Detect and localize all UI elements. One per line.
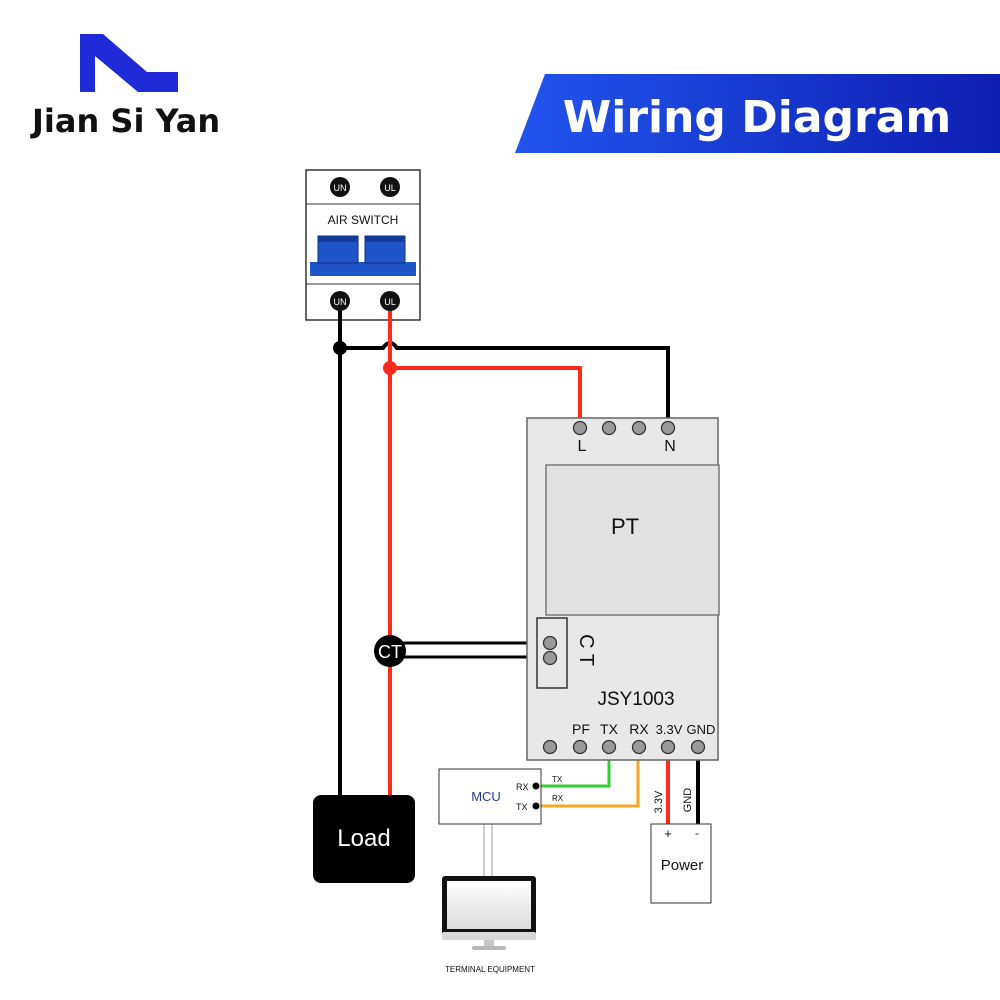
mcu-terminal-wire [483, 824, 493, 876]
live-junction-dot [383, 361, 397, 375]
ct-sensor: CT [374, 635, 406, 667]
monitor-icon [442, 876, 536, 950]
air-switch: AIR SWITCH UN UL UN UL [305, 169, 421, 321]
meter-terminal-l: L [578, 438, 587, 455]
mcu-pin-rx: RX [516, 782, 529, 792]
terminal-label: TERMINAL EQUIPMENT [445, 965, 535, 974]
air-switch-label: AIR SWITCH [328, 213, 399, 227]
meter-terminal-pf: PF [572, 721, 590, 737]
pt-block [545, 464, 720, 616]
air-switch-bottom-terminal: UL [384, 297, 396, 307]
load-label: Load [337, 825, 390, 852]
air-switch-top-terminal: UN [334, 183, 347, 193]
wires [338, 311, 700, 876]
brand-logo: Jian Si Yan [30, 34, 220, 140]
mcu-label: MCU [471, 789, 501, 804]
power-minus: - [695, 826, 699, 840]
tx-wire-label: TX [552, 775, 563, 784]
meter-terminal-gnd: GND [687, 722, 716, 737]
brand-logo-mark [80, 34, 178, 92]
neutral-junction-dot [333, 341, 347, 355]
power-gnd-label: GND [682, 788, 694, 813]
air-switch-top-terminal: UL [384, 183, 396, 193]
brand-name: Jian Si Yan [30, 102, 220, 140]
breaker-body [310, 262, 416, 276]
live-branch-wire [390, 366, 582, 422]
power-plus: + [664, 826, 672, 841]
rx-wire [537, 752, 640, 808]
mcu-box: MCU RX TX TX RX [438, 768, 564, 825]
meter-terminal-rx: RX [629, 721, 649, 737]
mcu-pin-tx: TX [516, 802, 528, 812]
ct-block-label: C T [575, 634, 597, 666]
power-box: + - Power [650, 823, 712, 904]
power-33v-label: 3.3V [653, 790, 665, 813]
meter-module: PT L N C T JSY1003 PF TX RX 3.3V GND [526, 417, 720, 761]
meter-terminal-n: N [664, 438, 676, 455]
meter-terminal-tx: TX [600, 721, 619, 737]
meter-model: JSY1003 [597, 689, 674, 710]
power-label: Power [661, 857, 704, 874]
load-box: Load [313, 795, 415, 883]
banner-title: Wiring Diagram [563, 92, 952, 143]
pt-label: PT [611, 514, 639, 539]
rx-wire-label: RX [552, 794, 564, 803]
meter-terminal-33v: 3.3V [656, 722, 683, 737]
air-switch-bottom-terminal: UN [334, 297, 347, 307]
ct-sensor-label: CT [378, 642, 402, 662]
title-banner: Wiring Diagram [515, 74, 1000, 153]
tx-wire [537, 752, 611, 788]
